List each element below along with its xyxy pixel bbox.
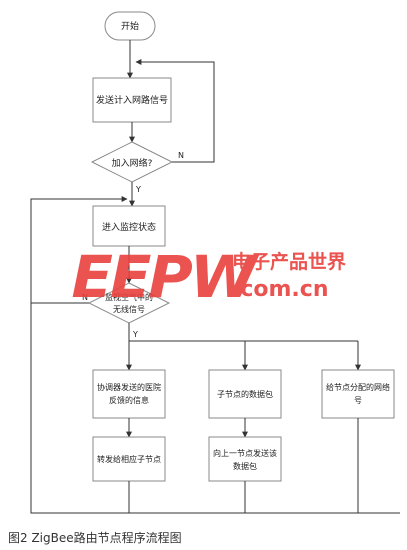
label-no-1: N (178, 151, 184, 160)
assign-network-line1: 给节点分配的网络 (326, 382, 390, 392)
joined-network-label: 加入网络? (112, 157, 153, 169)
label-yes-2: Y (132, 330, 138, 339)
send-up-line1: 向上一节点发送该 (213, 448, 277, 458)
send-join-signal-box: 发送计入网路信号 (92, 77, 172, 123)
forward-to-child-box: 转发给相应子节点 (92, 436, 166, 482)
watermark-cn: 电子产品世界 (232, 250, 346, 273)
loop-bottom-left (30, 303, 400, 514)
monitor-signal-label-line1: 监视空气中的 (105, 292, 153, 302)
coordinator-info-line1: 协调器发送的医院 (97, 382, 161, 392)
start-node: 开始 (104, 11, 156, 41)
watermark-logo: EEPW (71, 244, 259, 311)
enter-monitor-label: 进入监控状态 (102, 221, 156, 233)
assign-network-box: 给节点分配的网络 号 (321, 369, 395, 419)
label-yes-1: Y (135, 185, 141, 194)
monitor-signal-label-line2: 无线信号 (113, 304, 145, 314)
figure-caption: 图2 ZigBee路由节点程序流程图 (8, 531, 182, 545)
coordinator-info-line2: 反馈的信息 (109, 395, 149, 405)
eepw-watermark: EEPW 电子产品世界 .com.cn (71, 244, 346, 311)
send-join-signal-label: 发送计入网路信号 (96, 94, 168, 106)
child-packet-label: 子节点的数据包 (217, 389, 273, 399)
start-label: 开始 (121, 20, 139, 32)
send-up-box: 向上一节点发送该 数据包 (208, 436, 282, 482)
loop-back-to-monitor (30, 196, 128, 303)
flowchart: 开始 发送计入网路信号 加入网络? N Y 进入监控状态 监视空气中的 无线信号… (30, 11, 400, 514)
send-up-line2: 数据包 (233, 461, 257, 471)
watermark-url: .com.cn (232, 277, 329, 302)
label-no-2: N (82, 293, 88, 302)
coordinator-info-box: 协调器发送的医院 反馈的信息 (92, 369, 166, 419)
joined-network-decision: 加入网络? (90, 141, 174, 183)
child-packet-box: 子节点的数据包 (208, 369, 282, 419)
loop-not-joined (135, 59, 215, 163)
assign-network-line2: 号 (354, 396, 362, 405)
enter-monitor-box: 进入监控状态 (92, 205, 166, 247)
forward-to-child-label: 转发给相应子节点 (97, 454, 161, 464)
